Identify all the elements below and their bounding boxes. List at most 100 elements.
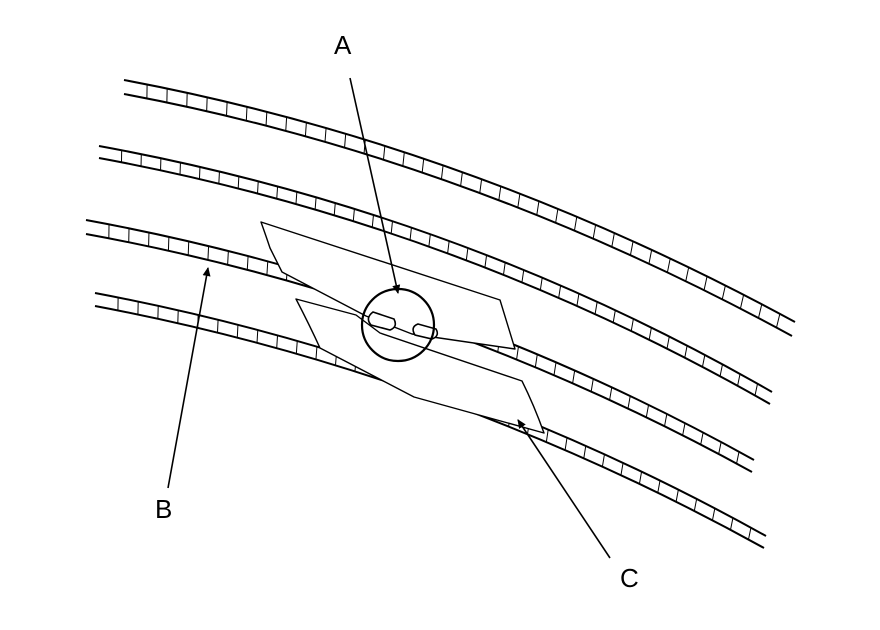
callout-a-label: A	[334, 30, 352, 60]
hatch-mark	[333, 203, 336, 216]
hatch-mark	[265, 112, 268, 126]
hatch-mark	[675, 489, 679, 503]
hatch-mark	[226, 102, 228, 116]
hatch-mark	[517, 193, 521, 208]
hatch-mark	[246, 256, 249, 270]
hatch-mark	[382, 145, 386, 160]
hatch-mark	[295, 191, 298, 204]
hatch-mark	[484, 254, 488, 268]
hatch-mark	[266, 261, 269, 275]
hatch-mark	[428, 234, 431, 247]
hatch-mark	[612, 309, 616, 323]
hatch-mark	[352, 208, 355, 222]
hatch-mark	[344, 133, 347, 148]
callout-a-leader	[349, 77, 401, 294]
hatch-mark	[237, 176, 240, 189]
hatch-mark	[601, 453, 606, 468]
hatch-mark	[648, 327, 652, 341]
hatch-mark	[693, 498, 698, 512]
hatch-mark	[421, 158, 425, 173]
hatch-mark	[555, 208, 559, 224]
hatch-mark	[276, 335, 279, 349]
hatch-mark	[736, 373, 741, 387]
hatch-mark	[666, 258, 671, 273]
hatch-mark	[371, 214, 374, 228]
hatch-mark	[620, 462, 624, 476]
hatch-mark	[627, 395, 631, 410]
hatch-mark	[236, 325, 239, 338]
hatch-mark	[735, 451, 740, 465]
hatch-mark	[576, 293, 580, 307]
hatch-mark	[324, 128, 327, 142]
hatch-mark	[682, 422, 686, 436]
hatch-mark	[440, 165, 444, 180]
rail-2	[98, 145, 773, 405]
hatch-mark	[502, 262, 506, 276]
hatch-mark	[594, 301, 598, 315]
hatch-mark	[553, 361, 557, 376]
hatch-mark	[739, 294, 745, 310]
hatch-mark	[539, 277, 543, 291]
hatch-mark	[304, 122, 307, 137]
hatch-mark	[629, 240, 634, 256]
hatch-mark	[684, 345, 688, 359]
hatch-mark	[447, 240, 450, 254]
hatch-mark	[775, 313, 781, 329]
hatch-mark	[521, 269, 525, 283]
hatch-mark	[645, 404, 650, 418]
clip-lower-tab	[295, 298, 545, 434]
hatch-mark	[187, 241, 190, 255]
hatch-mark	[721, 284, 726, 300]
hatch-mark	[534, 353, 538, 368]
hatch-mark	[663, 413, 668, 427]
hatch-mark	[295, 341, 298, 354]
hatch-mark	[245, 107, 248, 121]
hatch-mark	[754, 382, 759, 397]
hatch-mark	[217, 320, 219, 333]
hatch-mark	[638, 471, 643, 485]
rail-1	[123, 79, 796, 337]
hatch-mark	[657, 480, 661, 494]
clip-assembly	[260, 221, 545, 434]
hatch-mark	[390, 221, 393, 234]
hatch-mark	[701, 354, 706, 368]
clip-left-slot	[367, 311, 397, 331]
hatch-mark	[465, 247, 469, 261]
hatch-mark	[719, 363, 724, 377]
hatch-mark	[207, 246, 210, 260]
hatch-mark	[590, 378, 594, 392]
hatch-mark	[630, 318, 634, 332]
hatch-mark	[257, 181, 259, 194]
callout-b-leader	[167, 267, 211, 489]
hatch-mark	[409, 227, 412, 241]
hatch-mark	[648, 249, 653, 265]
hatch-mark	[703, 275, 708, 291]
rail-2-hatching	[120, 150, 759, 397]
hatch-mark	[700, 431, 704, 446]
hatch-mark	[256, 330, 259, 343]
hatch-mark	[666, 335, 670, 350]
hatch-mark	[227, 251, 229, 265]
hatch-mark	[685, 266, 690, 282]
hatch-mark	[314, 197, 317, 210]
hatch-mark	[711, 507, 716, 521]
hatch-mark	[285, 117, 288, 131]
hatch-mark	[558, 285, 562, 299]
hatch-mark	[573, 216, 578, 231]
hatch-mark	[609, 386, 613, 401]
callout-c-leader	[517, 419, 611, 559]
hatch-mark	[592, 224, 597, 240]
hatch-mark	[218, 171, 220, 184]
callout-c-label: C	[620, 563, 639, 593]
hatch-mark	[516, 346, 519, 360]
hatch-mark	[747, 527, 752, 541]
hatch-mark	[757, 303, 763, 319]
hatch-mark	[564, 437, 568, 451]
hatch-mark	[276, 186, 279, 199]
hatch-mark	[402, 152, 405, 167]
hatch-mark	[545, 429, 549, 443]
hatch-mark	[498, 186, 502, 201]
hatch-mark	[536, 200, 540, 216]
hatch-mark	[611, 232, 615, 248]
